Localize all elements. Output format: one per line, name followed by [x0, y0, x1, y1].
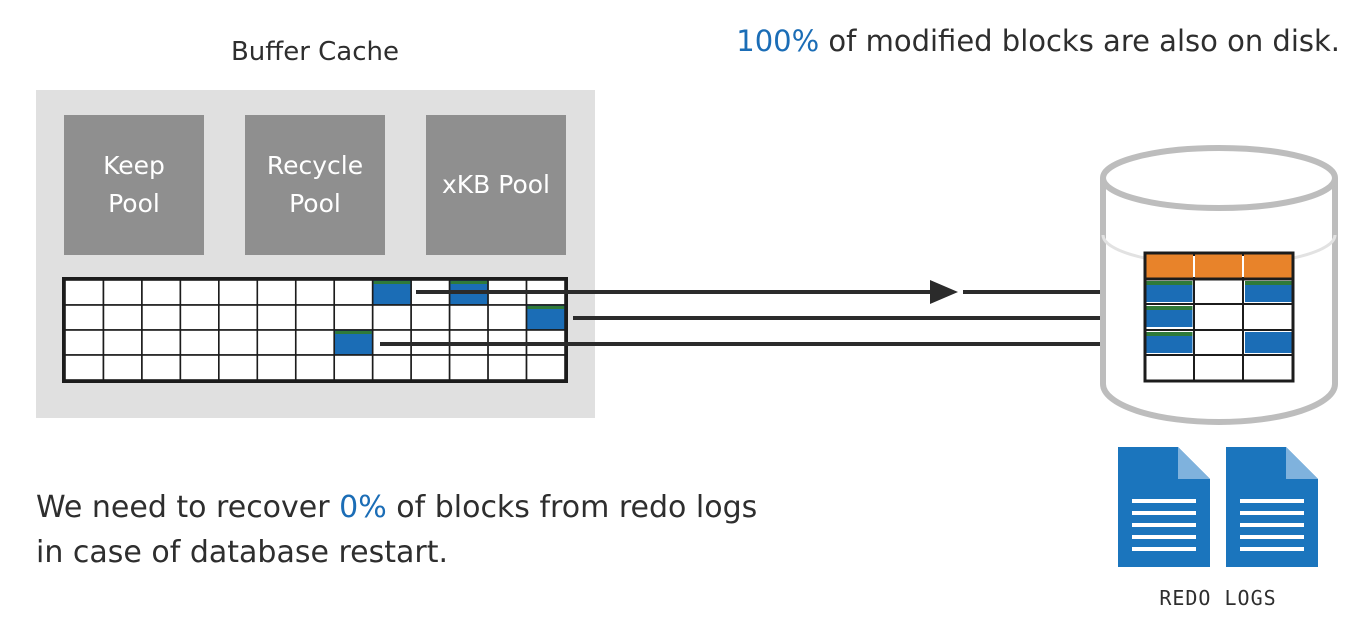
- buffer-block: [371, 304, 412, 331]
- headline-percent: 100%: [736, 24, 820, 58]
- buffer-block: [333, 354, 374, 380]
- recovery-percent: 0%: [339, 490, 387, 525]
- buffer-block: [256, 354, 297, 380]
- buffer-block: [141, 354, 182, 380]
- headline-text: of modified blocks are also on disk.: [819, 24, 1340, 58]
- buffer-block: [65, 354, 105, 380]
- recovery-text-end: of blocks from redo logs: [386, 490, 758, 525]
- buffer-block: [294, 280, 336, 306]
- buffer-block: [294, 354, 336, 380]
- pool-recycle: Recycle Pool: [245, 115, 385, 255]
- pool-xkb: xKB Pool: [426, 115, 566, 255]
- document-icon: [1226, 447, 1318, 567]
- buffer-cache-title: Buffer Cache: [230, 37, 400, 67]
- redo-logs-label: REDO LOGS: [1159, 586, 1277, 610]
- document-icon: [1118, 447, 1210, 567]
- recovery-text-start: We need to recover: [36, 490, 340, 525]
- headline: 100% of modified blocks are also on disk…: [640, 24, 1340, 58]
- buffer-block: [487, 354, 528, 380]
- buffer-block: [179, 280, 220, 306]
- recovery-note: We need to recover 0% of blocks from red…: [36, 485, 836, 575]
- buffer-block: [410, 354, 451, 380]
- database-cylinder-icon: [1100, 145, 1338, 425]
- buffer-block: [65, 304, 105, 331]
- buffer-block: [448, 354, 489, 380]
- buffer-block: [218, 280, 259, 306]
- buffer-block: [525, 354, 565, 380]
- modified-block: [371, 280, 412, 306]
- buffer-block: [141, 280, 182, 306]
- block-grid: [62, 277, 568, 383]
- recovery-text-line2: in case of database restart.: [36, 535, 449, 570]
- pool-keep: Keep Pool: [64, 115, 204, 255]
- modified-block-stripe: [335, 331, 372, 334]
- modified-block-stripe: [527, 306, 564, 309]
- buffer-block: [218, 304, 259, 331]
- modified-block-stripe: [373, 281, 411, 284]
- arrow-right-icon: [416, 280, 958, 304]
- modified-block-stripe: [450, 281, 488, 284]
- buffer-block: [256, 280, 297, 306]
- arrow-right-icon: [573, 306, 1140, 330]
- disk-block-table: [1143, 251, 1295, 383]
- arrow-right-icon: [380, 332, 1140, 356]
